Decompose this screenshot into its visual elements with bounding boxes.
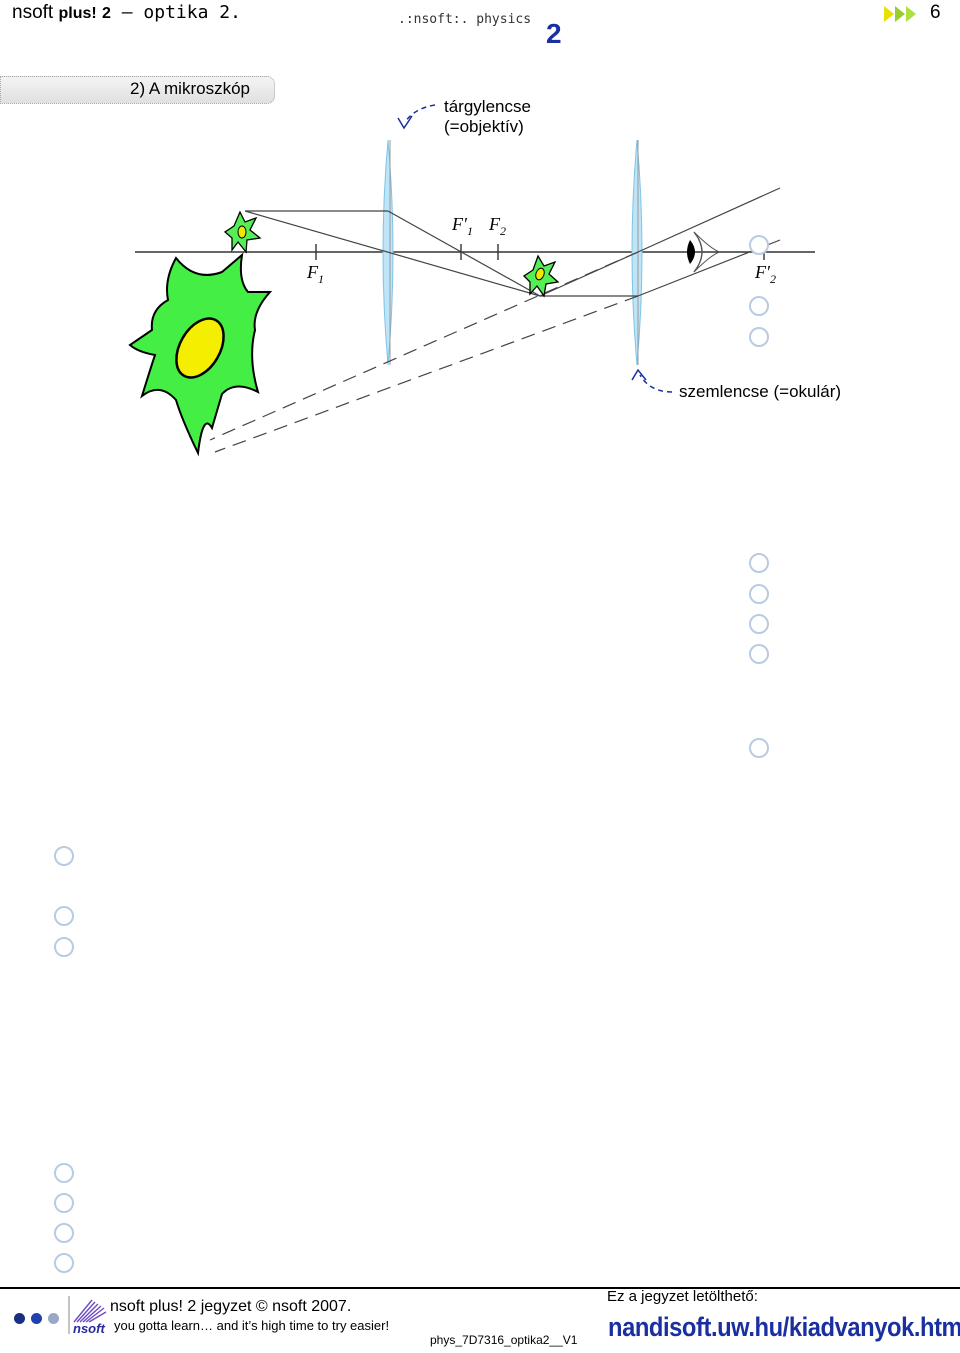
label-f2-prime: F′2	[754, 262, 776, 286]
footer-dot-icon	[14, 1313, 25, 1324]
margin-circle	[749, 235, 769, 255]
header-dash: –	[110, 2, 144, 23]
margin-circle	[749, 738, 769, 758]
nsoft-logo: nsoft	[66, 1296, 110, 1341]
margin-circle	[749, 327, 769, 347]
footer-copyright: nsoft plus! 2 jegyzet © nsoft 2007.	[110, 1298, 352, 1315]
objective-pointer	[404, 104, 436, 123]
footer-dot-icon	[48, 1313, 59, 1324]
margin-circle	[749, 644, 769, 664]
footer-url-link[interactable]: nandisoft.uw.hu/kiadvanyok.htm	[608, 1312, 960, 1342]
svg-text:nsoft: nsoft	[73, 1321, 105, 1336]
virtual-image-cell-icon	[128, 252, 273, 457]
virtual-rays	[209, 251, 639, 453]
objective-label-2: (=objektív)	[444, 117, 524, 136]
image-cell-icon	[522, 254, 560, 298]
eyepiece-pointer	[639, 374, 673, 393]
label-f1-prime: F′1	[451, 214, 473, 238]
label-f2: F2	[488, 214, 506, 238]
eyepiece-pointer-head	[631, 368, 647, 381]
header-title: nsoft plus! 2 – optika 2.	[12, 2, 241, 24]
header-num: 2	[101, 5, 111, 22]
logo-number: 2	[546, 18, 562, 47]
footer-rule	[0, 1287, 960, 1289]
section-tab	[0, 76, 275, 104]
margin-circle	[54, 1163, 74, 1183]
page-number: 6	[930, 2, 941, 23]
label-f1: F1	[306, 262, 324, 286]
margin-circle	[749, 614, 769, 634]
margin-circle	[54, 846, 74, 866]
margin-circle	[749, 296, 769, 316]
footer-download-label: Ez a jegyzet letölthető:	[607, 1288, 758, 1305]
object-cell-icon	[223, 210, 262, 254]
microscope-diagram: F1 F′1 F2 F′2	[128, 104, 815, 457]
margin-circle	[54, 937, 74, 957]
objective-label-1: tárgylencse	[444, 97, 531, 116]
header-plus: plus!	[58, 5, 97, 22]
arrows-icon	[884, 5, 922, 28]
margin-circle	[54, 1193, 74, 1213]
margin-circle	[54, 906, 74, 926]
footer-dot-icon	[31, 1313, 42, 1324]
section-title: 2) A mikroszkóp	[130, 79, 250, 98]
header-brand: nsoft	[12, 2, 54, 23]
margin-circle	[54, 1223, 74, 1243]
footer-tagline: you gotta learn… and it’s high time to t…	[114, 1318, 390, 1333]
logo-text: .:nsoft:. physics	[398, 12, 531, 27]
margin-circle	[749, 553, 769, 573]
margin-circle	[54, 1253, 74, 1273]
margin-circle	[749, 584, 769, 604]
eye-icon	[687, 231, 721, 273]
eyepiece-label: szemlencse (=okulár)	[679, 382, 842, 401]
header-topic: optika 2.	[143, 2, 241, 23]
objective-pointer-head	[397, 115, 413, 130]
physics-logo: .:nsoft:. physics 2	[398, 5, 568, 49]
footer-doc-id: phys_7D7316_optika2__V1	[430, 1333, 578, 1347]
